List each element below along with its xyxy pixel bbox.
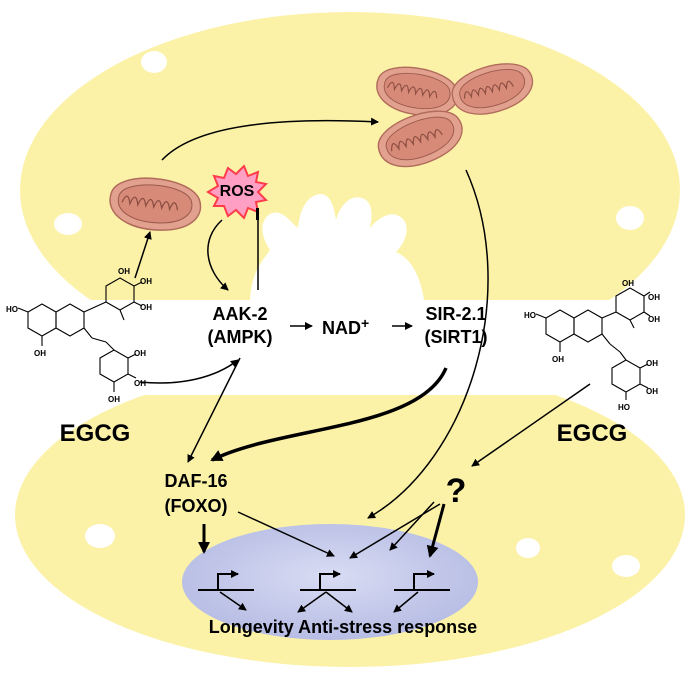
- foxo-label: (FOXO): [165, 496, 228, 516]
- hydroxyl-label: HO: [618, 403, 630, 412]
- nad-label: NAD+: [322, 315, 369, 338]
- hydroxyl-label: OH: [140, 303, 152, 312]
- daf16-label: DAF-16: [164, 471, 227, 491]
- hydroxyl-label: OH: [34, 349, 46, 358]
- hydroxyl-label: HO: [6, 305, 18, 314]
- hydroxyl-label: OH: [646, 387, 658, 396]
- vesicles: [54, 51, 644, 577]
- nad-text: NAD: [322, 318, 361, 338]
- hydroxyl-label: OH: [140, 277, 152, 286]
- egcg-left-label: EGCG: [60, 420, 131, 447]
- egcg-structure-icon: HO OH OH OH OH OH OH OH: [6, 267, 152, 404]
- hydroxyl-label: OH: [118, 267, 130, 276]
- outcome-label: Longevity Anti-stress response: [209, 617, 477, 637]
- question-down-arrow: [426, 503, 446, 558]
- hydroxyl-label: OH: [552, 355, 564, 364]
- egcg-right-label: EGCG: [557, 420, 628, 447]
- aak2-label: AAK-2: [212, 304, 267, 324]
- hydroxyl-label: OH: [648, 315, 660, 324]
- ampk-label: (AMPK): [208, 327, 273, 347]
- hydroxyl-label: OH: [134, 379, 146, 388]
- hydroxyl-label: OH: [134, 349, 146, 358]
- unknown-factor-label: ?: [446, 472, 467, 510]
- hydroxyl-label: OH: [646, 359, 658, 368]
- pathway-arrows: [134, 117, 591, 559]
- nad-superscript: +: [361, 315, 369, 331]
- ros-burst-icon: [206, 164, 269, 220]
- hydroxyl-label: HO: [524, 311, 536, 320]
- hydroxyl-label: OH: [648, 293, 660, 302]
- sir21-label: SIR-2.1: [425, 304, 486, 324]
- hydroxyl-label: OH: [622, 279, 634, 288]
- hydroxyl-label: OH: [108, 395, 120, 404]
- sirt1-to-daf16-arrow: [210, 367, 448, 462]
- promoter-output-arrows: [219, 591, 419, 613]
- sirt1-label: (SIRT1): [425, 327, 488, 347]
- ros-label: ROS: [220, 183, 255, 200]
- egcg-structure-icon: HO OH OH OH OH OH OH HO: [524, 279, 660, 412]
- nucleus: [182, 524, 478, 640]
